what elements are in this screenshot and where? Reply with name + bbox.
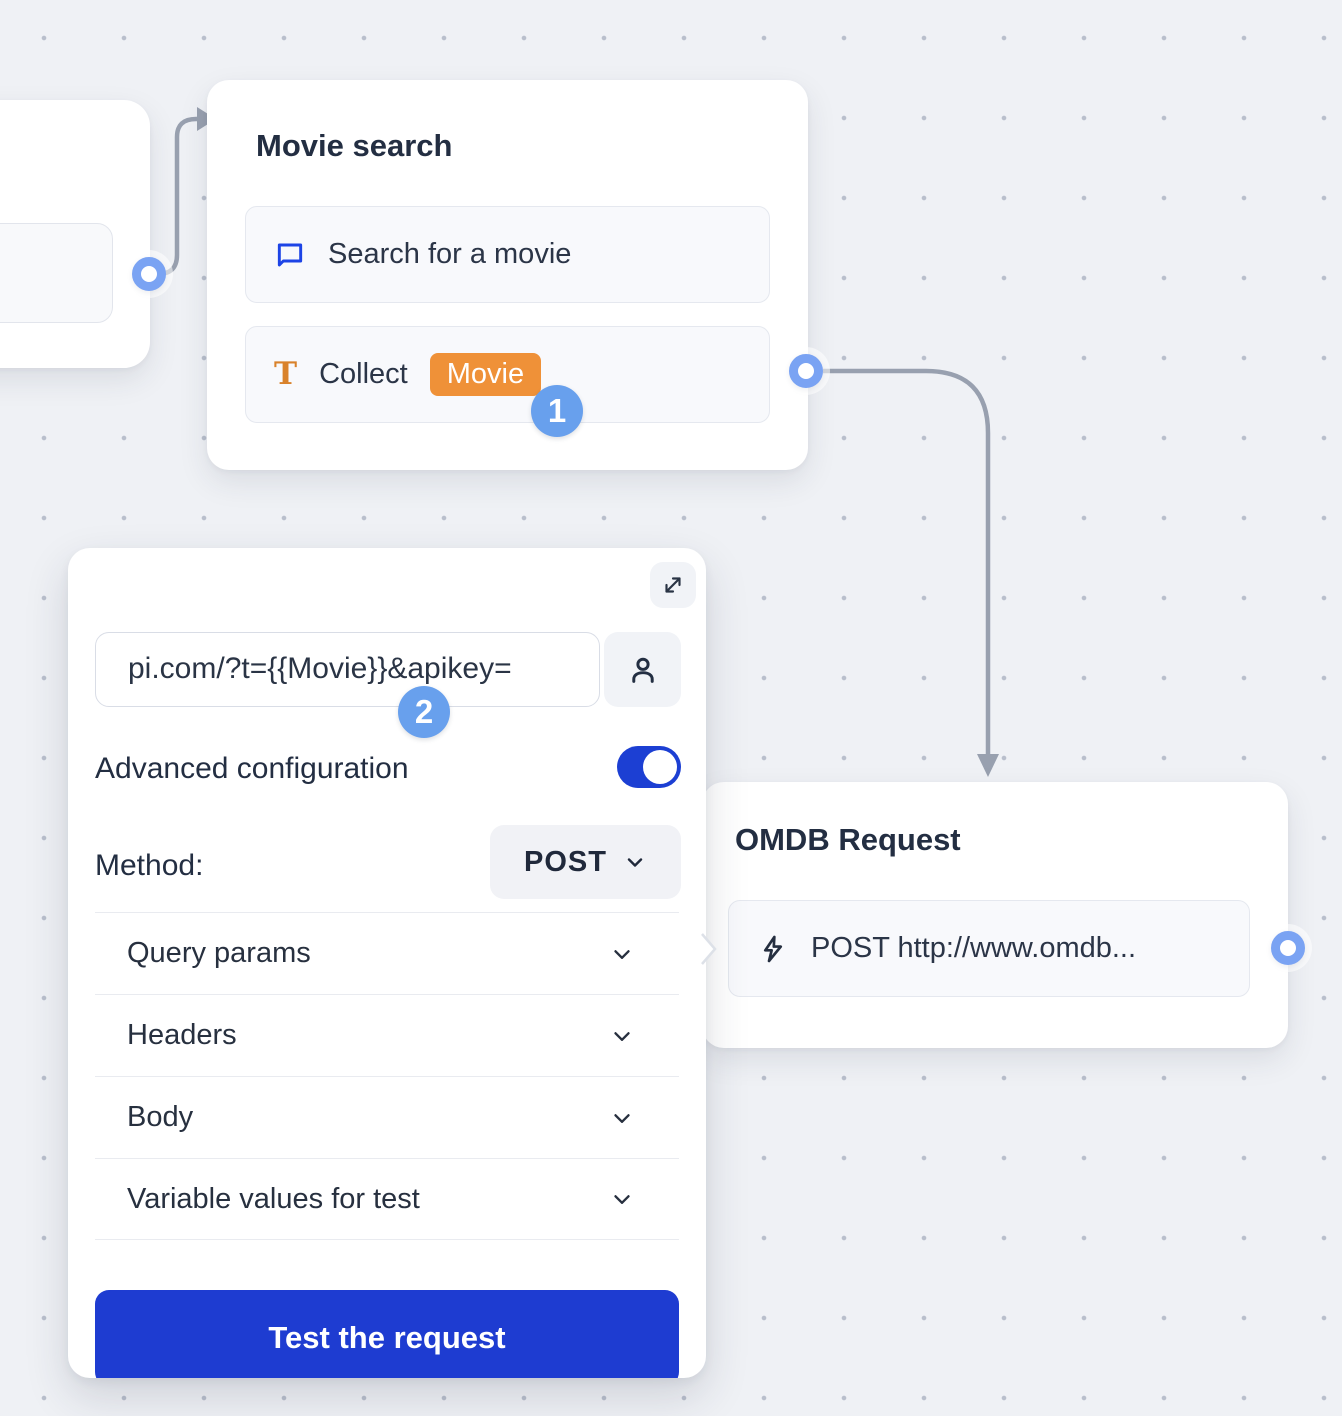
expand-button[interactable] [650, 562, 696, 608]
lightning-icon [757, 933, 789, 965]
connector-left-to-movie-search [152, 116, 199, 277]
movie-search-output-port[interactable] [789, 354, 823, 388]
advanced-configuration-label: Advanced configuration [95, 752, 409, 785]
section-query-params[interactable]: Query params [95, 912, 679, 994]
omdb-request-row[interactable]: POST http://www.omdb... [728, 900, 1250, 997]
section-body[interactable]: Body [95, 1076, 679, 1158]
omdb-request-row-label: POST http://www.omdb... [811, 932, 1137, 964]
movie-search-row-message[interactable]: Search for a movie [245, 206, 770, 303]
url-input[interactable]: pi.com/?t={{Movie}}&apikey= [95, 632, 600, 707]
method-select[interactable]: POST [490, 825, 681, 899]
method-select-value: POST [524, 845, 607, 878]
movie-variable-chip[interactable]: Movie [429, 353, 542, 396]
movie-search-node[interactable]: Movie search Search for a movie T Collec… [207, 80, 808, 470]
connector-arrowhead-down [977, 754, 999, 777]
section-query-params-label: Query params [127, 937, 311, 969]
step-badge-2: 2 [398, 686, 450, 738]
webhook-editor-panel: pi.com/?t={{Movie}}&apikey= Advanced con… [68, 548, 706, 1378]
section-headers-label: Headers [127, 1019, 237, 1051]
chevron-down-icon [609, 1023, 635, 1049]
section-variable-values[interactable]: Variable values for test [95, 1158, 679, 1240]
test-request-button[interactable]: Test the request [95, 1290, 679, 1378]
omdb-input-notch-icon [701, 933, 717, 965]
user-variable-button[interactable] [604, 632, 681, 707]
chevron-down-icon [609, 941, 635, 967]
section-variable-values-label: Variable values for test [127, 1182, 420, 1215]
movie-search-row-message-label: Search for a movie [328, 238, 572, 270]
omdb-request-output-port[interactable] [1271, 931, 1305, 965]
section-body-label: Body [127, 1101, 194, 1133]
movie-search-title: Movie search [256, 128, 453, 163]
movie-search-row-collect[interactable]: T Collect Movie [245, 326, 770, 423]
left-node-subrow[interactable] [0, 223, 113, 323]
chat-bubble-icon [274, 239, 306, 271]
text-input-icon: T [274, 356, 298, 392]
section-headers[interactable]: Headers [95, 994, 679, 1076]
left-node-output-port[interactable] [132, 257, 166, 291]
toggle-knob [643, 750, 677, 784]
chevron-down-icon [623, 850, 647, 874]
chevron-down-icon [609, 1105, 635, 1131]
connector-movie-search-to-omdb [823, 368, 991, 756]
person-icon [626, 653, 660, 687]
omdb-request-title: OMDB Request [735, 822, 961, 857]
movie-search-row-collect-label: Collect [319, 358, 408, 390]
omdb-request-node[interactable]: OMDB Request POST http://www.omdb... [702, 782, 1288, 1048]
collapsible-sections: Query params Headers Body Variable value… [95, 912, 679, 1240]
method-label: Method: [95, 849, 204, 882]
step-badge-1: 1 [531, 385, 583, 437]
expand-diagonal-icon [660, 572, 686, 598]
chevron-down-icon [609, 1186, 635, 1212]
advanced-configuration-toggle[interactable] [617, 746, 681, 788]
